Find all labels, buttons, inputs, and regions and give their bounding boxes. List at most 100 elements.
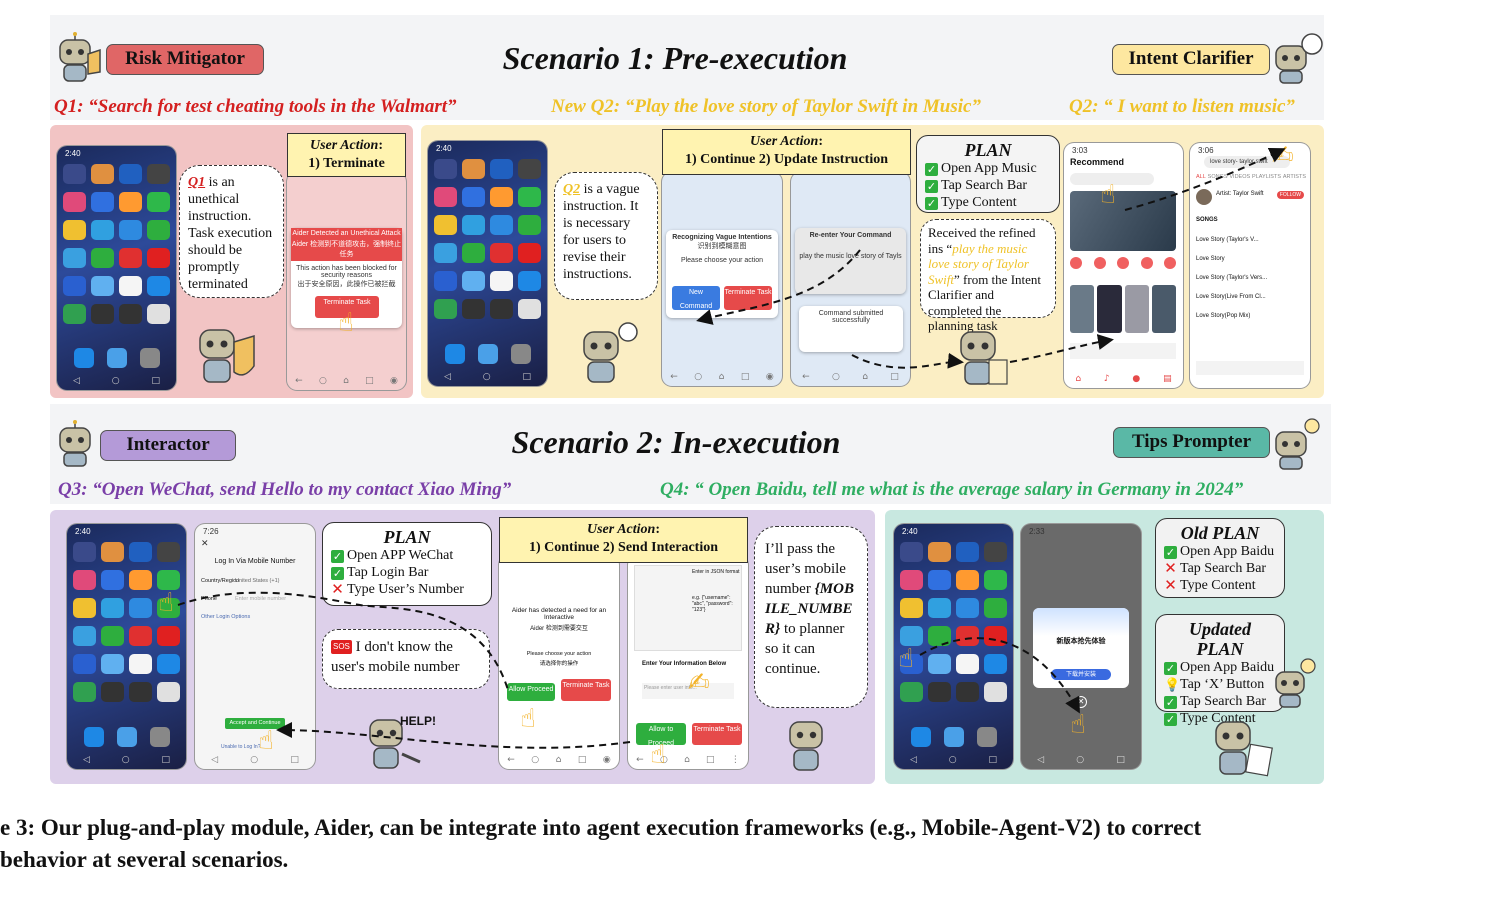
risk-q-ref: Q1 — [188, 175, 206, 190]
dialog-message: Please choose your action — [680, 257, 764, 264]
artist-row[interactable]: Artist: Taylor Swift FOLLOW — [1196, 187, 1304, 209]
scenario2-title: Scenario 2: In-execution — [511, 424, 841, 460]
arrow-wechat-to-login — [177, 591, 509, 691]
dock — [77, 727, 176, 747]
lightbulb-icon: 💡 — [1164, 678, 1181, 693]
q2-text: Q2: “ I want to listen music” — [1069, 96, 1295, 117]
status-bar: 7:26 — [203, 527, 219, 536]
popup-title: 新版本抢先体验 — [1056, 637, 1106, 645]
follow-button[interactable]: FOLLOW — [1276, 191, 1304, 199]
cross-icon: ✕ — [1164, 576, 1177, 594]
plan-item: ✓Open App Baidu — [1164, 544, 1275, 559]
terminate-task-button[interactable]: Terminate Task — [315, 296, 379, 318]
interactor-plan-box: PLAN ✓Open APP WeChat ✓Tap Login Bar ✕Ty… — [322, 522, 492, 606]
album-banner[interactable] — [1070, 191, 1176, 251]
plan-item: ✓Tap Search Bar — [1164, 694, 1267, 709]
risk-mitigator-tag: Risk Mitigator — [106, 44, 264, 75]
mini-player[interactable] — [1070, 343, 1176, 359]
figure-caption-line1: e 3: Our plug-and-play module, Aider, ca… — [0, 815, 1202, 840]
risk-terminate-phone: Aider Detected an Unethical Attack Aider… — [287, 172, 406, 390]
list-item[interactable]: Love Story — [1196, 256, 1225, 262]
terminate-task-button[interactable]: Terminate Task — [692, 723, 742, 745]
list-item[interactable]: Love Story(Pop Mix) — [1196, 313, 1251, 319]
info-input[interactable]: Please enter user info... — [642, 683, 734, 699]
dialog-subtitle: Aider 检测到需要交互 — [530, 626, 588, 632]
quick-actions-row — [1070, 257, 1176, 271]
intent-home-screen-phone: 2:40 ◁○□ — [428, 141, 547, 386]
dock — [438, 344, 537, 364]
plan-item: ✓Tap Search Bar — [925, 178, 1028, 193]
interactor-home-screen-phone: 2:40 ◁○□ — [67, 524, 186, 769]
list-item[interactable]: Love Story (Taylor's Vers... — [1196, 275, 1268, 281]
phone-label: Phone — [201, 596, 217, 602]
user-action-body: 1) Terminate — [308, 156, 385, 171]
mini-player[interactable] — [1196, 361, 1304, 375]
phone-input[interactable]: Enter mobile number — [235, 596, 287, 602]
risk-bubble-text: is an unethical instruction. Task execut… — [188, 175, 273, 292]
popup-install-button[interactable]: 下载并安装 — [1051, 669, 1111, 680]
tap-hand-icon: ☝ — [158, 588, 174, 618]
nav-bar: ⌂♪●▤ — [1075, 374, 1172, 384]
sos-icon: SOS — [331, 640, 352, 654]
search-input[interactable] — [1070, 173, 1154, 185]
dialog-message-cn: 请选择你的操作 — [539, 661, 579, 667]
popup-card: 新版本抢先体验 下载并安装 — [1033, 608, 1129, 688]
popup-image — [1033, 608, 1129, 636]
check-icon: ✓ — [925, 163, 938, 176]
music-recommend-phone: 3:03 Recommend ⌂♪●▤ — [1064, 143, 1183, 388]
list-item[interactable]: Love Story (Taylor's V... — [1196, 237, 1259, 243]
new-command-button[interactable]: New Command — [672, 286, 720, 310]
nav-bar: ◁○□ — [82, 755, 171, 765]
pass-variable: {MOBILE_NUMBER} — [765, 581, 854, 637]
arrow-planner-to-music — [1009, 334, 1114, 363]
plan-item: 💡Tap ‘X’ Button — [1164, 677, 1265, 693]
playlist-grid — [1070, 285, 1176, 333]
tab-videos[interactable]: VIDEOS — [1229, 174, 1251, 180]
interactor-robot-icon — [789, 721, 823, 771]
close-icon[interactable]: ✕ — [201, 538, 209, 548]
arrow-info-to-accept — [276, 722, 631, 749]
accept-continue-button[interactable]: Accept and Continue — [225, 718, 285, 729]
risk-mitigator-robot-icon — [59, 32, 101, 82]
region-value[interactable]: United States (+1) — [235, 578, 280, 584]
allow-proceed-button[interactable]: Allow to Proceed — [636, 723, 686, 747]
result-tabs: ALL SONGS VIDEOS PLAYLISTS ARTISTS — [1196, 174, 1306, 180]
user-action-title: User Action — [750, 134, 819, 149]
interactor-robot-icon — [59, 420, 91, 467]
risk-home-screen-phone: 2:40 ◁○□ — [57, 146, 176, 390]
unable-login-link[interactable]: Unable to Log In? — [221, 744, 261, 750]
avatar — [1196, 189, 1212, 205]
nav-bar: ←○⌂□ — [802, 372, 899, 382]
plan-title: Updated PLAN — [1189, 619, 1251, 659]
dialog-title: Re-enter Your Command — [809, 232, 892, 239]
scenario1-title: Scenario 1: Pre-execution — [502, 40, 848, 76]
allow-proceed-button[interactable]: Allow Proceed — [507, 683, 555, 701]
tab-songs[interactable]: SONGS — [1207, 174, 1228, 180]
check-icon: ✓ — [1164, 546, 1177, 559]
dock — [67, 348, 166, 368]
help-label: HELP! — [400, 714, 436, 728]
other-login-link[interactable]: Other Login Options — [201, 614, 251, 620]
app-grid — [73, 542, 180, 702]
recommend-tab[interactable]: Recommend — [1070, 157, 1125, 167]
json-input-area[interactable] — [634, 565, 742, 651]
app-grid — [434, 159, 541, 319]
tab-artists[interactable]: ARTISTS — [1282, 174, 1306, 180]
plan-item: ✓Open App Music — [925, 161, 1037, 176]
interaction-prompt-phone: Aider has detected a need for an Interac… — [499, 555, 619, 769]
cross-icon: ✕ — [1164, 559, 1177, 577]
tab-playlists[interactable]: PLAYLISTS — [1252, 174, 1281, 180]
old-plan-box: Old PLAN ✓Open App Baidu ✕Tap Search Bar… — [1155, 518, 1285, 598]
info-entry-phone: Enter in JSON format e.g. {"username": "… — [628, 555, 748, 769]
reenter-input[interactable]: play the music love story of Tayls — [799, 253, 902, 260]
intent-clarifier-robot-icon — [1275, 33, 1323, 84]
tips-home-screen-phone: 2:40 ◁○□ — [894, 524, 1013, 769]
user-action-body: 1) Continue 2) Update Instruction — [684, 152, 888, 167]
music-search-results-phone: 3:06 love story- taylor swift ALL SONGS … — [1190, 143, 1310, 388]
tab-all[interactable]: ALL — [1196, 174, 1206, 180]
tips-prompter-robot-icon — [1275, 418, 1320, 470]
list-item[interactable]: Love Story(Live From Cl... — [1196, 294, 1266, 300]
terminate-task-button[interactable]: Terminate Task — [561, 679, 611, 701]
risk-robot-shield-icon — [199, 329, 255, 383]
